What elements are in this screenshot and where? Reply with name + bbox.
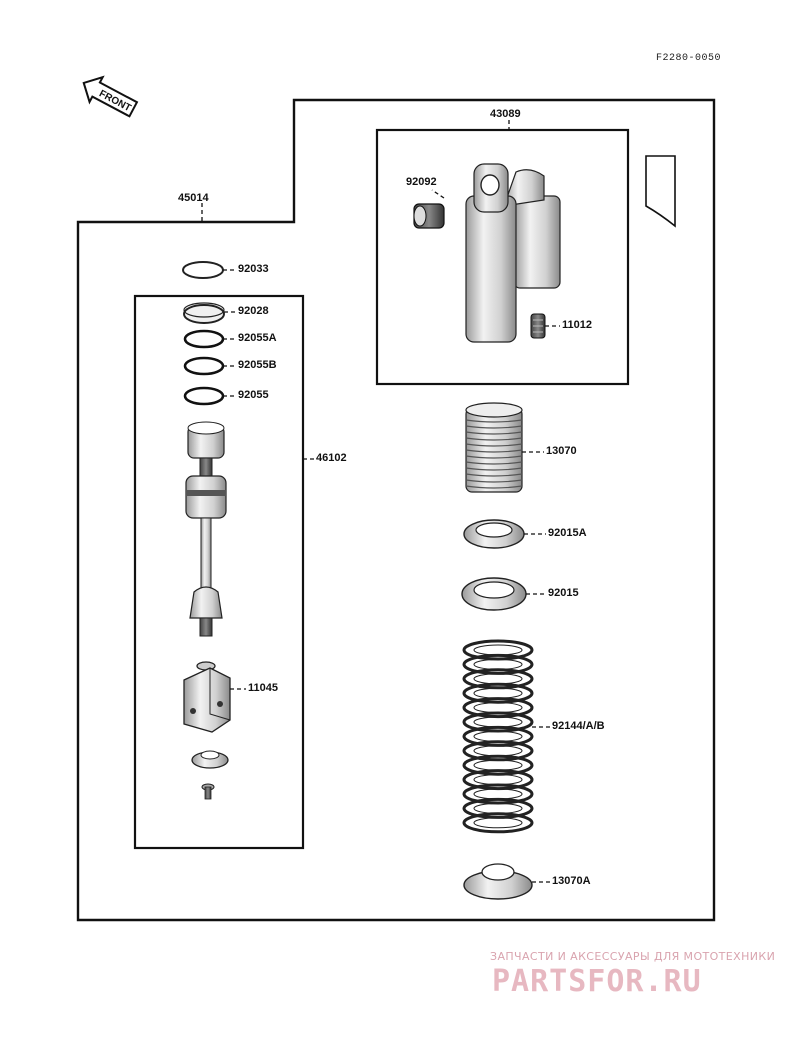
spring-seat-13070A-part xyxy=(463,863,533,900)
label-46102: 46102 xyxy=(316,452,347,464)
assembly-46102-box xyxy=(133,294,305,850)
nut-part xyxy=(191,750,229,769)
shock-body-part xyxy=(465,163,561,343)
bump-rubber-13070-part xyxy=(465,402,523,493)
label-tag-icon xyxy=(645,155,676,228)
label-13070: 13070 xyxy=(546,445,577,457)
oring-92055A-part xyxy=(183,329,225,349)
spring-92144-part xyxy=(462,639,534,834)
label-11012: 11012 xyxy=(562,319,592,331)
label-92015A: 92015A xyxy=(548,527,587,539)
valve-cap-11012-part xyxy=(530,313,546,339)
label-92144: 92144/A/B xyxy=(552,720,605,732)
label-92055B: 92055B xyxy=(238,359,277,371)
label-92092: 92092 xyxy=(406,176,437,188)
assembly-45014-outline xyxy=(76,98,716,922)
watermark-tagline: ЗАПЧАСТИ И АКСЕССУАРЫ ДЛЯ МОТОТЕХНИКИ xyxy=(490,950,776,963)
diagram-code: F2280-0050 xyxy=(656,53,722,64)
oring-92055-part xyxy=(183,386,225,406)
cap-92028-part xyxy=(183,302,225,324)
label-43089: 43089 xyxy=(490,108,521,120)
assembly-43089-box xyxy=(375,128,630,386)
label-92033: 92033 xyxy=(238,263,269,275)
label-45014: 45014 xyxy=(178,192,209,204)
label-13070A: 13070A xyxy=(552,875,591,887)
label-92055A: 92055A xyxy=(238,332,277,344)
label-92055: 92055 xyxy=(238,389,269,401)
label-92028: 92028 xyxy=(238,305,269,317)
circlip-92033-part xyxy=(182,261,224,279)
bolt-part xyxy=(201,783,215,800)
label-11045: 11045 xyxy=(248,682,278,694)
bushing-92092-part xyxy=(413,203,445,229)
watermark-logo: PARTSFOR.RU xyxy=(492,964,702,999)
locknut-92015A-part xyxy=(463,519,525,549)
clevis-11045-part xyxy=(183,667,231,733)
piston-rod-part xyxy=(185,421,227,637)
locknut-92015-part xyxy=(461,577,527,611)
oring-92055B-part xyxy=(183,356,225,376)
label-92015: 92015 xyxy=(548,587,579,599)
front-arrow-icon: FRONT xyxy=(82,75,139,118)
